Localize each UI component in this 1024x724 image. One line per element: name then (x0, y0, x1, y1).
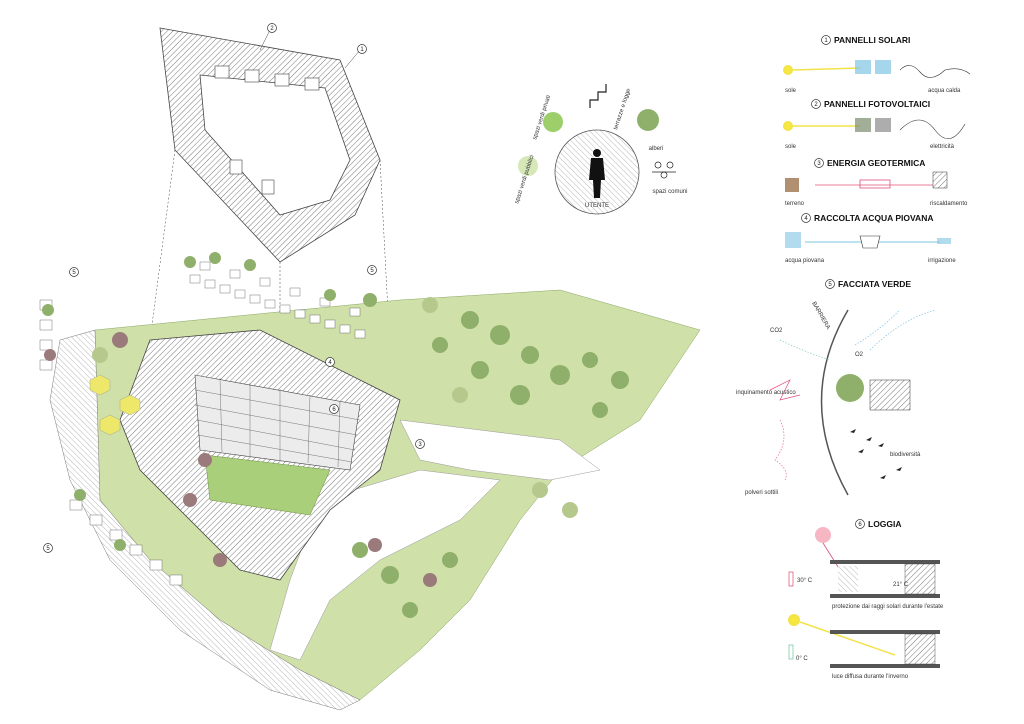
svg-text:riscaldamento: riscaldamento (930, 201, 968, 207)
hot-sun-icon (815, 527, 831, 543)
svg-text:inquinamento acustico: inquinamento acustico (736, 390, 796, 396)
callout-5c: 5 (46, 546, 50, 552)
svg-text:30° C: 30° C (797, 578, 813, 584)
legend-section-5: 5 FACCIATA VERDE BARRIERA CO2 O2 inquina… (736, 279, 936, 496)
callout-2: 2 (270, 26, 274, 32)
rain-icon (785, 232, 801, 248)
svg-text:0° C: 0° C (796, 656, 808, 662)
svg-text:luce diffusa durante l'inverno: luce diffusa durante l'inverno (832, 674, 909, 680)
solar-panel-icon (855, 60, 871, 74)
private-green-icon (543, 112, 563, 132)
thermometer-cold-icon (788, 644, 794, 660)
callout-5a: 5 (72, 270, 76, 276)
user-diagram: UTENTE spazi verdi privati terrazze e lo… (514, 84, 688, 215)
legend-title-2: PANNELLI FOTOVOLTAICI (824, 99, 930, 109)
winter-sun-icon (788, 614, 800, 626)
radiator-icon (932, 171, 948, 189)
user-center-label: UTENTE (585, 203, 609, 209)
svg-text:3: 3 (817, 161, 821, 167)
svg-text:O2: O2 (855, 352, 864, 358)
legend-title-4: RACCOLTA ACQUA PIOVANA (814, 213, 933, 223)
legend-section-2: 2 PANNELLI FOTOVOLTAICI sole elettricità (783, 99, 966, 150)
legend-title-6: LOGGIA (868, 519, 902, 529)
sun-icon (783, 65, 793, 75)
roof-plan (149, 27, 391, 351)
pv-panel-icon (855, 118, 871, 132)
sun-icon (783, 121, 793, 131)
callout-6: 6 (332, 407, 336, 413)
svg-text:6: 6 (858, 522, 862, 528)
label-terrazze-logge: terrazze e logge (613, 87, 632, 130)
svg-text:irrigazione: irrigazione (928, 258, 956, 264)
barrier-curve (820, 309, 849, 496)
svg-text:sole: sole (785, 144, 797, 150)
trees (42, 252, 629, 618)
soil-icon (785, 178, 799, 192)
svg-text:sole: sole (785, 88, 797, 94)
callout-1: 1 (360, 47, 364, 53)
legend-section-1: 1 PANNELLI SOLARI sole acqua calda (783, 35, 971, 94)
building (119, 329, 401, 581)
label-spazi-comuni: spazi comuni (652, 189, 687, 195)
svg-text:BARRIERA: BARRIERA (810, 301, 831, 331)
person-icon (589, 149, 605, 198)
legend-title-3: ENERGIA GEOTERMICA (827, 158, 925, 168)
thermometer-hot-icon (788, 571, 794, 587)
svg-text:CO2: CO2 (770, 328, 783, 334)
birds-icon (850, 429, 902, 479)
tank-icon (859, 235, 881, 249)
tree-icon (637, 109, 659, 131)
legend-section-6: 6 LOGGIA 30° C 21° C protezione dai ragg… (788, 519, 944, 680)
svg-text:21° C: 21° C (893, 582, 909, 588)
svg-text:polveri sottili: polveri sottili (745, 490, 778, 496)
callout-3: 3 (418, 442, 422, 448)
legend-title-1: PANNELLI SOLARI (834, 35, 910, 45)
callout-4: 4 (328, 360, 332, 366)
plan-callouts: 2 1 5 5 5 4 6 3 (43, 23, 425, 553)
stairs-icon (589, 84, 607, 108)
svg-text:terreno: terreno (785, 201, 805, 207)
svg-text:acqua piovana: acqua piovana (785, 258, 825, 264)
svg-text:acqua calda: acqua calda (928, 88, 961, 94)
houses-cluster (39, 261, 366, 586)
svg-text:5: 5 (828, 282, 832, 288)
legend-title-5: FACCIATA VERDE (838, 279, 911, 289)
legend-section-3: 3 ENERGIA GEOTERMICA terreno riscaldamen… (785, 158, 968, 207)
svg-text:biodiversità: biodiversità (890, 452, 921, 458)
svg-text:elettricità: elettricità (930, 144, 955, 150)
svg-text:4: 4 (804, 216, 808, 222)
svg-text:1: 1 (824, 38, 828, 44)
svg-text:2: 2 (814, 102, 818, 108)
label-alberi: alberi (649, 146, 664, 152)
tap-icon (899, 65, 971, 78)
callout-5b: 5 (370, 268, 374, 274)
svg-text:protezione dai raggi solari du: protezione dai raggi solari durante l'es… (832, 604, 944, 610)
facade-tree-icon (836, 374, 864, 402)
legend-section-4: 4 RACCOLTA ACQUA PIOVANA acqua piovana i… (785, 213, 956, 264)
legend: 1 PANNELLI SOLARI sole acqua calda 2 PAN… (736, 35, 971, 680)
plug-icon (899, 119, 966, 139)
community-icon (652, 161, 676, 179)
public-green-icon (518, 156, 538, 176)
hex-shelters (89, 374, 141, 436)
